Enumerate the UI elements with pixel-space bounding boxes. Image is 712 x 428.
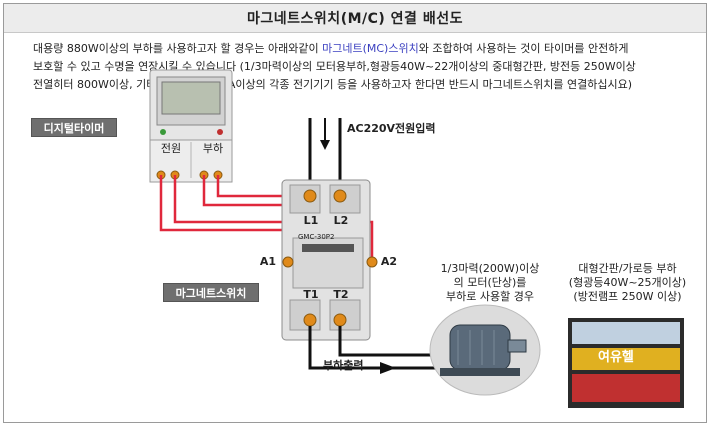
diagram-frame: 마그네트스위치(M/C) 연결 배선도 [3,3,707,423]
description-highlight: 마그네트(MC)스위치 [322,42,419,55]
contactor-model: GMC-30P2 [298,233,335,241]
terminal-t1: T1 [303,288,319,301]
title-bar: 마그네트스위치(M/C) 연결 배선도 [4,4,706,33]
timer-load-label: 부하 [202,142,224,155]
sign-illustration [568,318,684,408]
page-title: 마그네트스위치(M/C) 연결 배선도 [247,11,463,27]
sign-text: 여유헬 [598,350,634,365]
sign-caption: 대형간판/가로등 부하 (형광등40W~25개이상) (방전램프 250W 이상… [560,262,695,304]
terminal-t2: T2 [333,288,349,301]
contactor-tag: 마그네트스위치 [163,283,259,302]
sign-caption-line: (형광등40W~25개이상) [568,276,687,289]
motor-caption: 1/3마력(200W)이상 의 모터(단상)를 부하로 사용할 경우 [430,262,550,304]
terminal-l2: L2 [333,214,349,227]
output-label: 부하출력 [323,359,364,372]
timer-tag: 디지털타이머 [31,118,117,137]
description-line-1: 대용량 880W이상의 부하를 사용하고자 할 경우는 아래와같이 마그네트(M… [33,40,688,58]
description-text: 대용량 880W이상의 부하를 사용하고자 할 경우는 아래와같이 [33,42,323,55]
output-wires [308,326,440,370]
terminal-l1: L1 [303,214,319,227]
sign-caption-line: 대형간판/가로등 부하 [578,262,677,275]
motor-caption-line: 의 모터(단상)를 [453,276,527,289]
motor-caption-line: 1/3마력(200W)이상 [440,262,540,275]
timer-power-label: 전원 [160,142,182,155]
motor-caption-line: 부하로 사용할 경우 [446,290,534,303]
description-text: 와 조합하여 사용하는 것이 타이머를 안전하게 [418,42,629,55]
terminal-a1: A1 [259,255,277,268]
input-arrow [320,118,330,150]
input-wires [308,118,342,185]
magnetic-contactor [281,179,378,341]
terminal-a2: A2 [380,255,398,268]
input-label: AC220V전원입력 [347,122,436,135]
motor-illustration [429,304,541,396]
sign-caption-line: (방전램프 250W 이상) [573,290,682,303]
digital-timer [149,69,233,183]
output-arrow [380,362,396,374]
